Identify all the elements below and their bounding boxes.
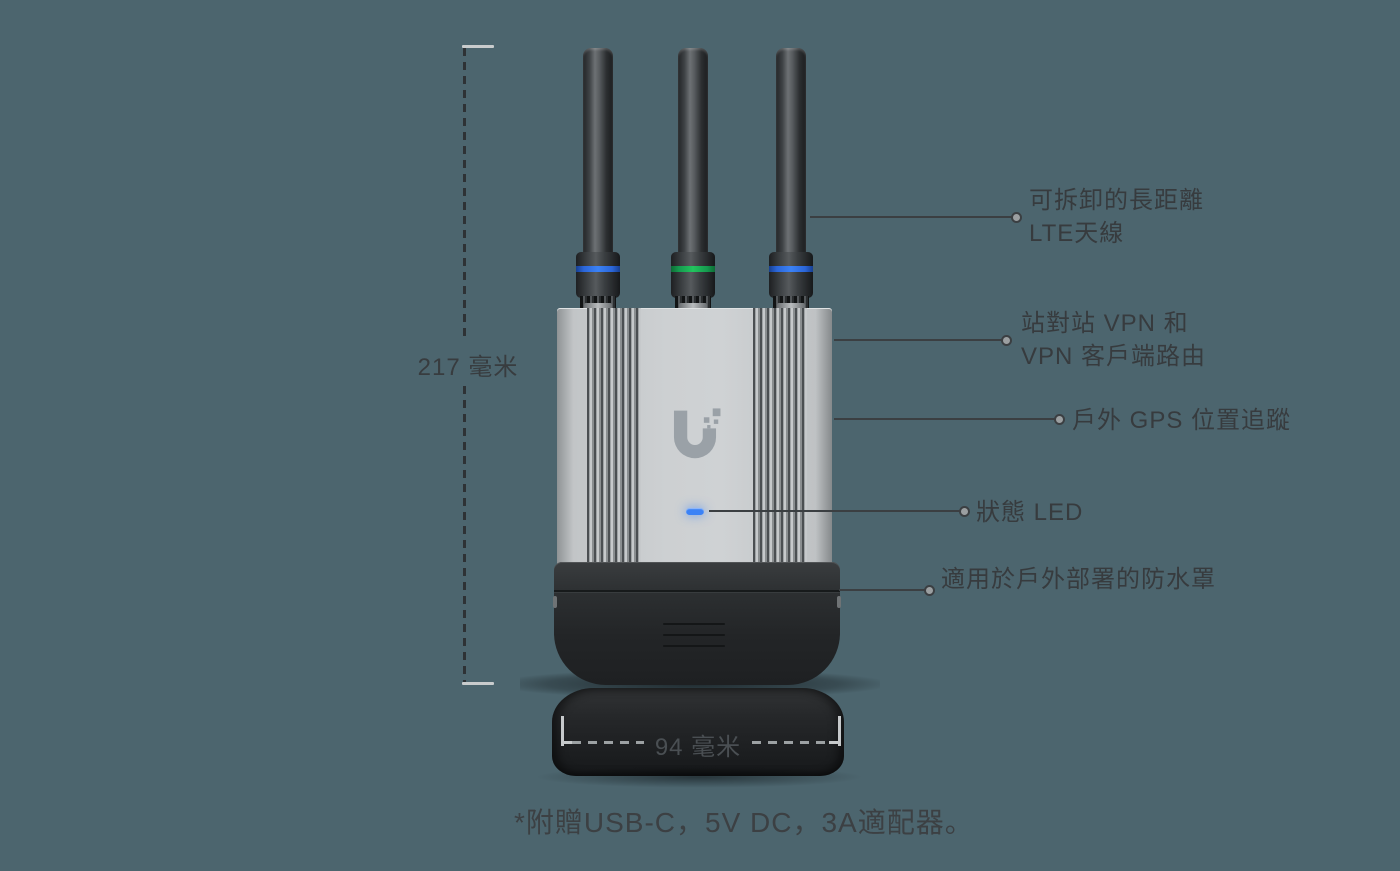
callout-line-led: [709, 510, 961, 512]
height-dim-cap-top: [462, 45, 494, 48]
antenna-shaft-icon: [678, 48, 708, 256]
cover-seam: [554, 590, 840, 592]
heatsink-fins-left: [587, 308, 641, 564]
heatsink-fins-right: [753, 308, 807, 564]
antenna-ring-blue: [769, 266, 813, 272]
callout-dot-waterproof: [924, 585, 935, 596]
width-dim-label: 94 毫米: [654, 734, 742, 761]
callout-label-gps: 戶外 GPS 位置追蹤: [1072, 407, 1292, 434]
vent-line: [663, 645, 725, 647]
callout-label-lte-antenna: 可拆卸的長距離 LTE天線: [1029, 184, 1204, 250]
width-dim-cap-left-foot: [561, 741, 572, 744]
callout-label-line: 站對站 VPN 和: [1021, 310, 1189, 337]
antenna-connector-nut: [777, 303, 805, 311]
antenna-shaft-icon: [583, 48, 613, 256]
width-dim-cap-left: [561, 716, 564, 746]
ubiquiti-u-logo-icon: [673, 408, 721, 459]
antenna-ring-green: [671, 266, 715, 272]
antenna-ring-blue: [576, 266, 620, 272]
callout-label-line: VPN 客戶端路由: [1021, 343, 1207, 370]
callout-label-line: LTE天線: [1029, 220, 1125, 247]
cover-side-tab-right: [837, 596, 841, 608]
antenna-base: [671, 252, 715, 298]
footnote: *附贈USB-C，5V DC，3A適配器。: [514, 807, 974, 838]
width-dim-line-right: [752, 741, 830, 744]
callout-line-lte: [810, 216, 1012, 218]
antenna-connector-nut: [584, 303, 612, 311]
vent-line: [663, 623, 725, 625]
cover-vents: [663, 623, 725, 656]
callout-label-line: 可拆卸的長距離: [1029, 187, 1204, 214]
waterproof-cover: [553, 562, 841, 685]
height-dim-line-lower: [463, 386, 466, 682]
width-dim-cap-right-foot: [829, 741, 840, 744]
height-dim-cap-bottom: [462, 682, 494, 685]
callout-dot-vpn: [1001, 335, 1012, 346]
height-dim-line-upper: [463, 48, 466, 338]
callout-label-waterproof: 適用於戶外部署的防水罩: [941, 566, 1216, 593]
callout-dot-led: [959, 506, 970, 517]
callout-line-vpn: [834, 339, 1002, 341]
callout-label-led: 狀態 LED: [976, 499, 1084, 526]
callout-line-waterproof: [839, 589, 926, 591]
vent-line: [663, 634, 725, 636]
status-led-icon: [686, 508, 704, 515]
device-base: [552, 688, 844, 776]
cover-side-tab-left: [553, 596, 557, 608]
callout-dot-gps: [1054, 414, 1065, 425]
antenna-shaft-icon: [776, 48, 806, 256]
antenna-connector-nut: [679, 303, 707, 311]
callout-dot-lte: [1011, 212, 1022, 223]
width-dim-line-left: [572, 741, 644, 744]
antenna-base: [769, 252, 813, 298]
callout-label-vpn: 站對站 VPN 和 VPN 客戶端路由: [1021, 307, 1206, 373]
antenna-base: [576, 252, 620, 298]
height-dim-label: 217 毫米: [417, 354, 519, 381]
callout-line-gps: [834, 418, 1056, 420]
base-shadow: [534, 766, 864, 788]
width-dim-cap-right: [838, 716, 841, 746]
